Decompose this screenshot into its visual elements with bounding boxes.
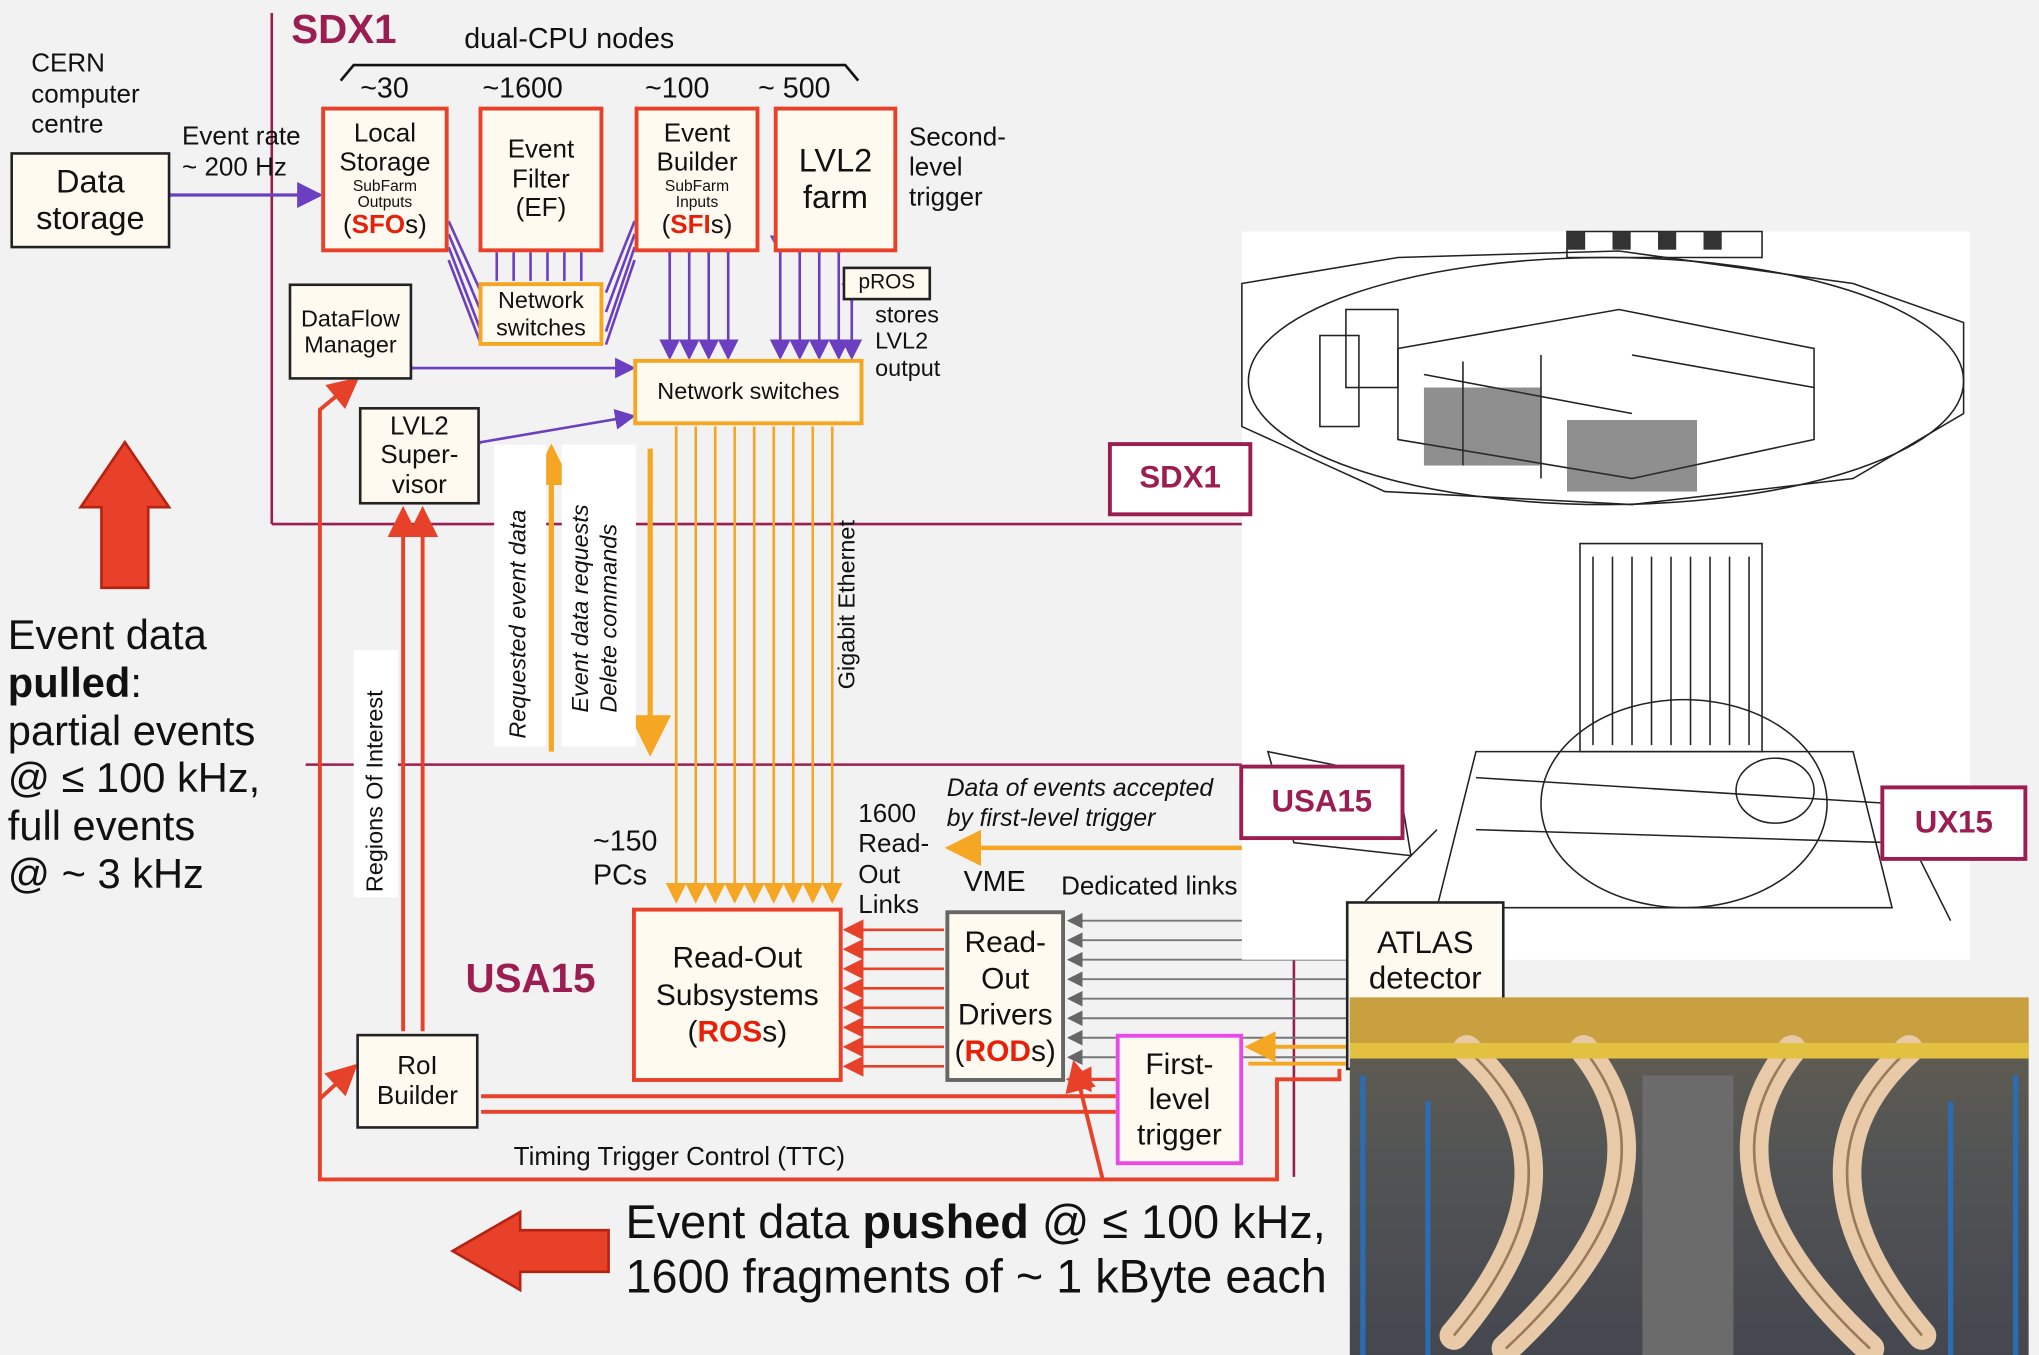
pushed-note: Event data pushed @ ≤ 100 kHz, 1600 frag… — [625, 1195, 1326, 1305]
pushed-rate: @ ≤ 100 kHz, — [1029, 1195, 1326, 1248]
pushed-line2: 1600 fragments of ~ 1 kByte each — [625, 1250, 1326, 1305]
pushed-line1: Event data pushed @ ≤ 100 kHz, — [625, 1195, 1326, 1250]
pushed-prefix: Event data — [625, 1195, 862, 1248]
pushed-word: pushed — [862, 1195, 1028, 1248]
